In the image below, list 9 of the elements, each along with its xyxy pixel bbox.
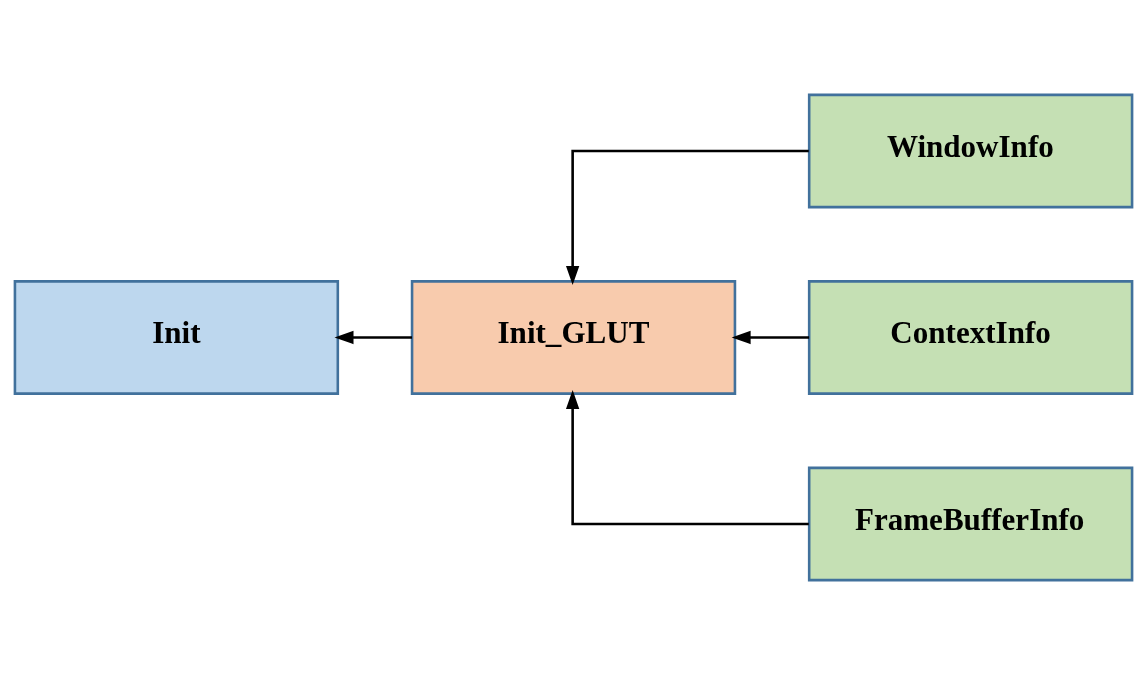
node-box: Init_GLUT bbox=[410, 279, 737, 395]
node-box: FrameBufferInfo bbox=[807, 466, 1134, 581]
arrow bbox=[334, 330, 412, 344]
arrow bbox=[565, 389, 809, 525]
arrow bbox=[731, 330, 810, 344]
node-box: Init bbox=[13, 279, 340, 395]
node-box: ContextInfo bbox=[807, 279, 1134, 395]
arrow bbox=[565, 149, 809, 285]
node-box: WindowInfo bbox=[807, 93, 1134, 208]
